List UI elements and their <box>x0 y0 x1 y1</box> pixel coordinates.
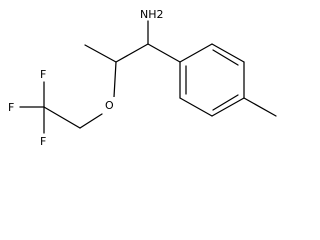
ring-double-bond-bottom <box>212 94 239 111</box>
bond-lines <box>19 20 277 134</box>
bond-ch-chamine <box>115 43 149 63</box>
fluorine-left-label: F <box>8 101 14 114</box>
atom-labels: NH2 O F F F <box>8 8 164 148</box>
bond-ch-methyl <box>84 44 117 63</box>
ring-double-bond-top <box>212 49 239 66</box>
ring-bond-5 <box>179 97 213 117</box>
ring-bond-4 <box>211 97 245 117</box>
ether-oxygen-label: O <box>105 99 114 112</box>
amine-label: NH2 <box>140 8 164 21</box>
bond-chamine-ring <box>147 43 181 63</box>
fluorine-bottom-label: F <box>40 135 46 148</box>
bond-cf3-ch2 <box>43 106 81 129</box>
bond-ch2-o <box>79 113 103 129</box>
molecule-structure-diagram: NH2 O F F F <box>8 8 277 148</box>
bond-ring-methyl <box>243 97 277 117</box>
fluorine-top-label: F <box>40 68 46 81</box>
bond-o-ch <box>113 61 117 98</box>
ring-bond-1 <box>179 43 213 63</box>
ring-bond-2 <box>211 43 245 63</box>
